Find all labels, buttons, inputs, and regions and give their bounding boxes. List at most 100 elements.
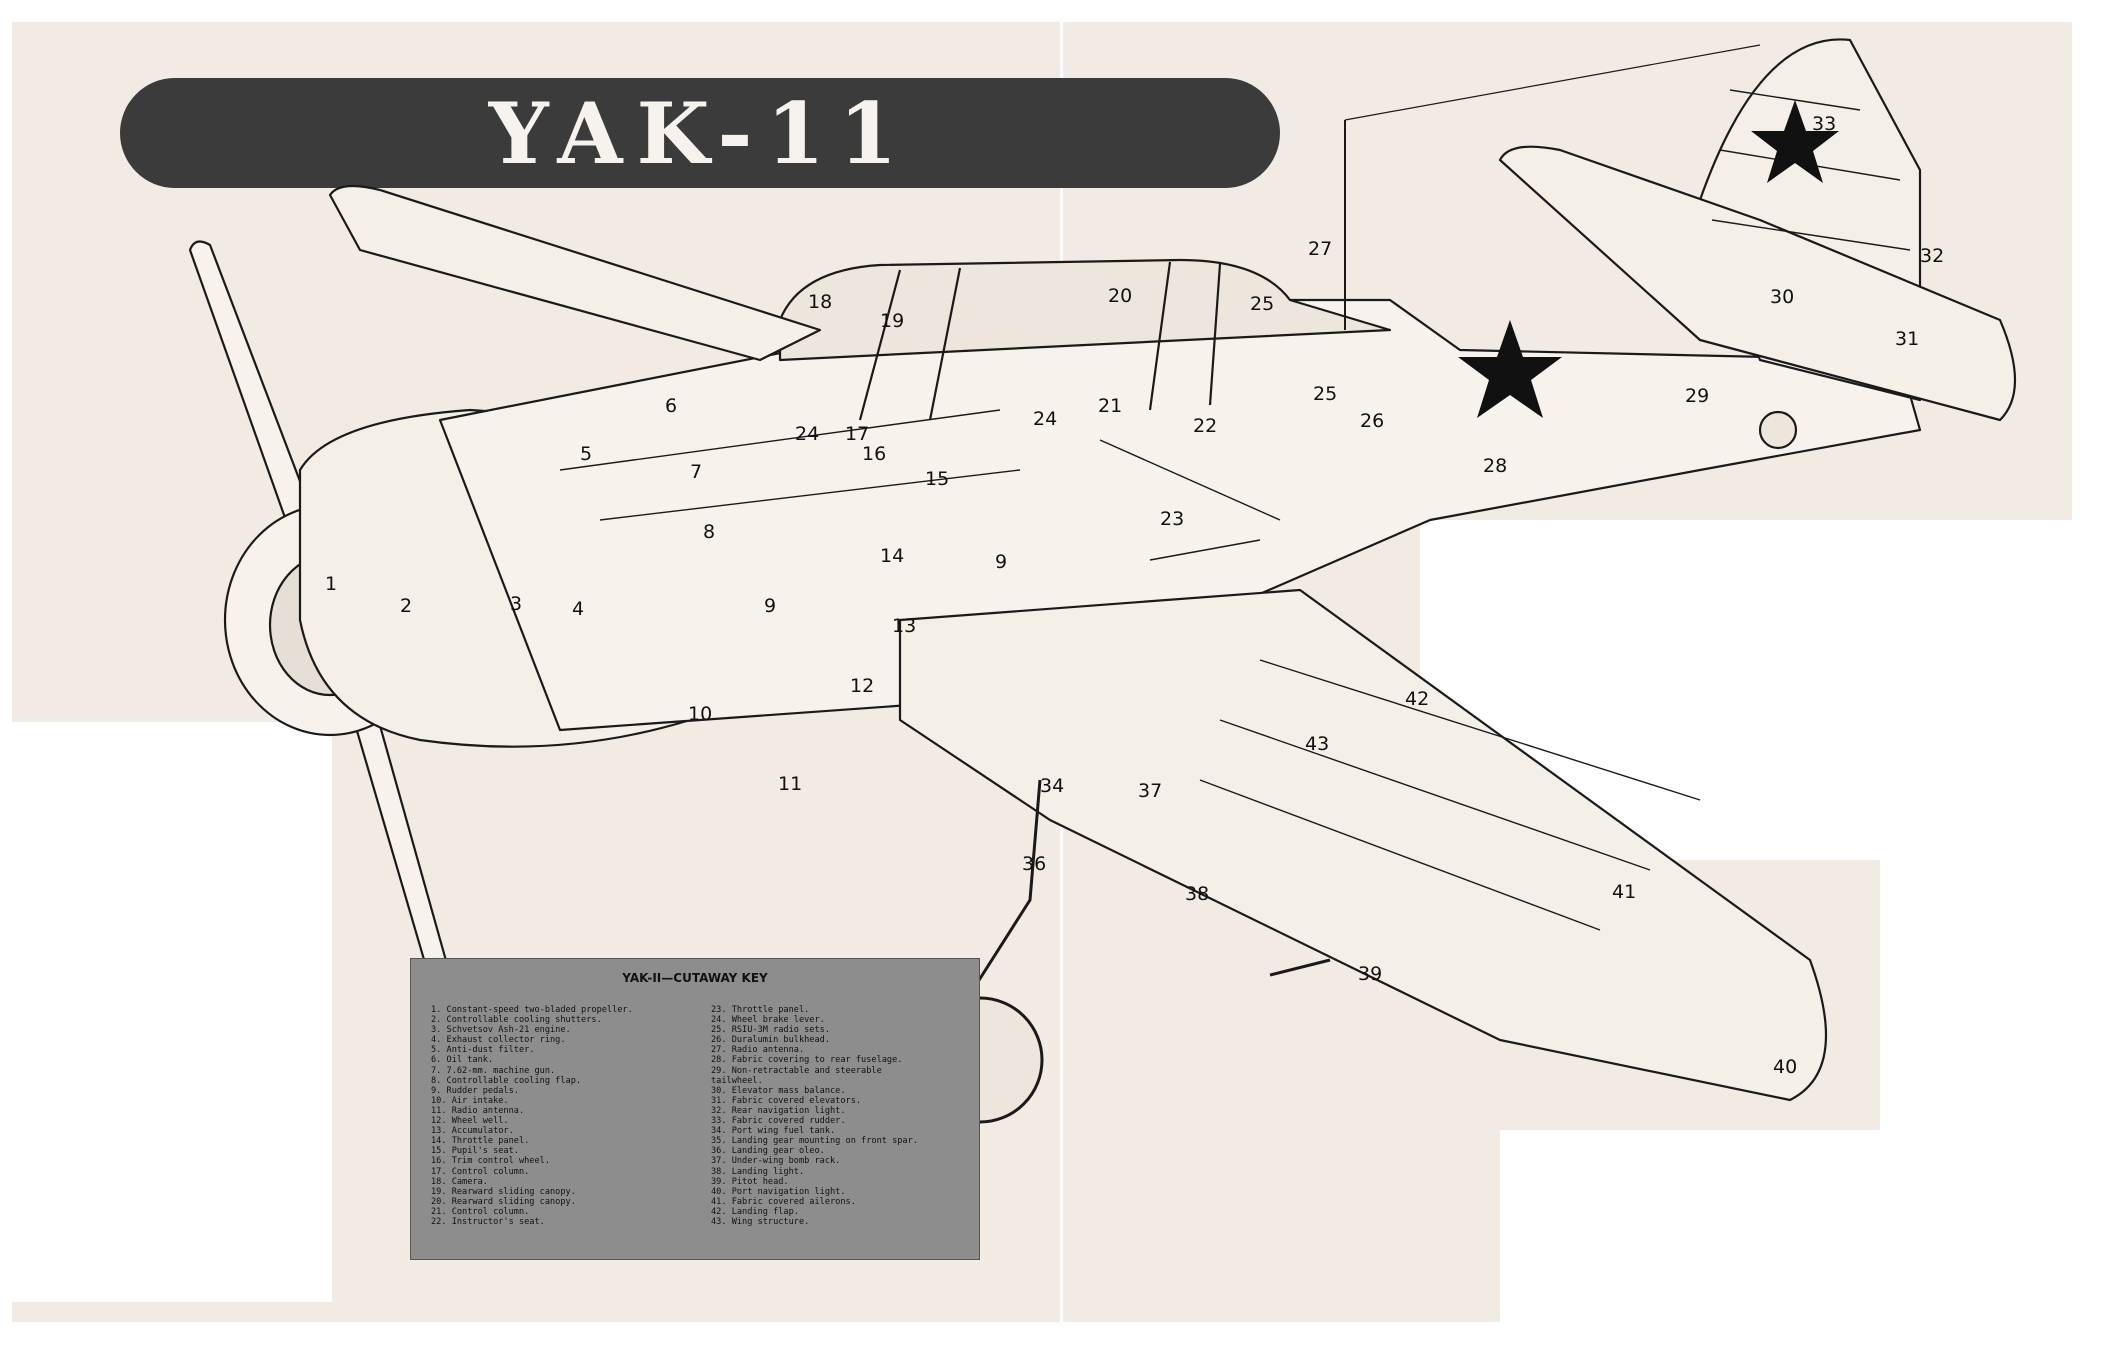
callout-number: 14 [880, 545, 904, 567]
callout-number: 12 [850, 675, 874, 697]
key-item: 23. Throttle panel. [711, 1005, 810, 1015]
key-item: 32. Rear navigation light. [711, 1105, 846, 1116]
key-item: 17. Control column. [431, 1166, 530, 1177]
page-title: YAK-11 [488, 83, 912, 183]
canopy [778, 258, 1392, 362]
callout-number: 1 [325, 573, 337, 595]
callout-number: 2 [400, 595, 412, 617]
key-item: 24. Wheel brake lever. [711, 1015, 825, 1026]
callout-number: 31 [1895, 328, 1919, 350]
key-item: 1. Constant-speed two-bladed propeller. [431, 1005, 633, 1015]
callout-number: 42 [1405, 688, 1429, 710]
callout-number: 28 [1483, 455, 1507, 477]
key-left-column: 1. Constant-speed two-bladed propeller. 2… [431, 1005, 633, 1227]
callout-number: 32 [1920, 245, 1944, 267]
callout-number: 9 [995, 551, 1007, 573]
callout-number: 11 [778, 773, 802, 795]
key-item: 39. Pitot head. [711, 1176, 789, 1187]
key-item: 22. Instructor's seat. [431, 1216, 545, 1227]
callout-number: 24 [795, 423, 819, 445]
port-wing [898, 588, 1828, 1102]
key-item: 31. Fabric covered elevators. [711, 1095, 862, 1106]
starboard-wing [328, 184, 822, 362]
cutaway-key-panel: YAK-II—CUTAWAY KEY 1. Constant-speed two… [410, 958, 980, 1260]
callout-number: 39 [1358, 963, 1382, 985]
key-item: 9. Rudder pedals. [431, 1085, 519, 1096]
key-item: 15. Pupil's seat. [431, 1146, 519, 1157]
key-item: 29. Non-retractable and steerable [711, 1065, 882, 1076]
callout-number: 9 [764, 595, 776, 617]
callout-number: 23 [1160, 508, 1184, 530]
key-item: 20. Rearward sliding canopy. [431, 1196, 576, 1207]
callout-number: 30 [1770, 286, 1794, 308]
key-item: 33. Fabric covered rudder. [711, 1116, 846, 1127]
fuselage [438, 298, 1922, 732]
key-item: 4. Exhaust collector ring. [431, 1035, 566, 1046]
callout-number: 25 [1313, 383, 1337, 405]
callout-number: 13 [892, 615, 916, 637]
key-item: 18. Camera. [431, 1176, 488, 1187]
key-item: 12. Wheel well. [431, 1116, 509, 1127]
callout-number: 34 [1040, 775, 1064, 797]
key-item: 42. Landing flap. [711, 1206, 799, 1217]
key-item: 19. Rearward sliding canopy. [431, 1186, 576, 1197]
key-item: 10. Air intake. [431, 1095, 509, 1106]
key-item: tailwheel. [711, 1075, 763, 1086]
callout-number: 38 [1185, 883, 1209, 905]
key-item: 14. Throttle panel. [431, 1136, 530, 1147]
callout-number: 6 [665, 395, 677, 417]
callout-number: 21 [1098, 395, 1122, 417]
horizontal-stabilizer [1498, 145, 2016, 422]
key-item: 16. Trim control wheel. [431, 1156, 550, 1167]
callout-number: 37 [1138, 780, 1162, 802]
key-item: 7. 7.62-mm. machine gun. [431, 1065, 556, 1076]
key-item: 36. Landing gear oleo. [711, 1146, 825, 1157]
callout-number: 5 [580, 443, 592, 465]
star-insignia-fuselage [1458, 320, 1562, 418]
callout-number: 24 [1033, 408, 1057, 430]
key-item: 21. Control column. [431, 1206, 530, 1217]
key-item: 5. Anti-dust filter. [431, 1045, 535, 1056]
callout-number: 16 [862, 443, 886, 465]
propeller-blade-upper [188, 240, 332, 562]
key-item: 40. Port navigation light. [711, 1186, 846, 1197]
key-item: 27. Radio antenna. [711, 1045, 805, 1056]
key-item: 28. Fabric covering to rear fuselage. [711, 1055, 903, 1066]
callout-number: 22 [1193, 415, 1217, 437]
callout-number: 10 [688, 703, 712, 725]
key-item: 3. Schvetsov Ash-21 engine. [431, 1025, 571, 1036]
callout-number: 26 [1360, 410, 1384, 432]
key-title: YAK-II—CUTAWAY KEY [622, 971, 768, 985]
pitot-head [1269, 958, 1331, 977]
callout-number: 19 [880, 310, 904, 332]
callout-number: 7 [690, 461, 702, 483]
star-insignia-tail [1751, 100, 1839, 183]
callout-number: 18 [808, 291, 832, 313]
callout-number: 20 [1108, 285, 1132, 307]
callout-number: 8 [703, 521, 715, 543]
callout-number: 3 [510, 593, 522, 615]
key-item: 13. Accumulator. [431, 1126, 514, 1137]
callout-number: 17 [845, 423, 869, 445]
title-banner: YAK-11 [120, 78, 1280, 188]
key-item: 41. Fabric covered ailerons. [711, 1196, 856, 1207]
callout-number: 27 [1308, 238, 1332, 260]
callout-number: 41 [1612, 881, 1636, 903]
callout-number: 29 [1685, 385, 1709, 407]
callout-number: 40 [1773, 1056, 1797, 1078]
key-item: 43. Wing structure. [711, 1216, 810, 1227]
key-item: 38. Landing light. [711, 1166, 805, 1177]
key-item: 26. Duralumin bulkhead. [711, 1035, 830, 1046]
key-item: 35. Landing gear mounting on front spar. [711, 1136, 918, 1147]
key-item: 37. Under-wing bomb rack. [711, 1156, 841, 1167]
key-item: 25. RSIU-3M radio sets. [711, 1025, 830, 1036]
key-right-column: 23. Throttle panel.24. Wheel brake lever… [711, 1005, 918, 1227]
callout-number: 43 [1305, 733, 1329, 755]
key-item: 30. Elevator mass balance. [711, 1085, 846, 1096]
key-item: 34. Port wing fuel tank. [711, 1126, 836, 1137]
key-item: 6. Oil tank. [431, 1055, 494, 1066]
callout-number: 36 [1022, 853, 1046, 875]
key-item: 8. Controllable cooling flap. [431, 1075, 582, 1086]
